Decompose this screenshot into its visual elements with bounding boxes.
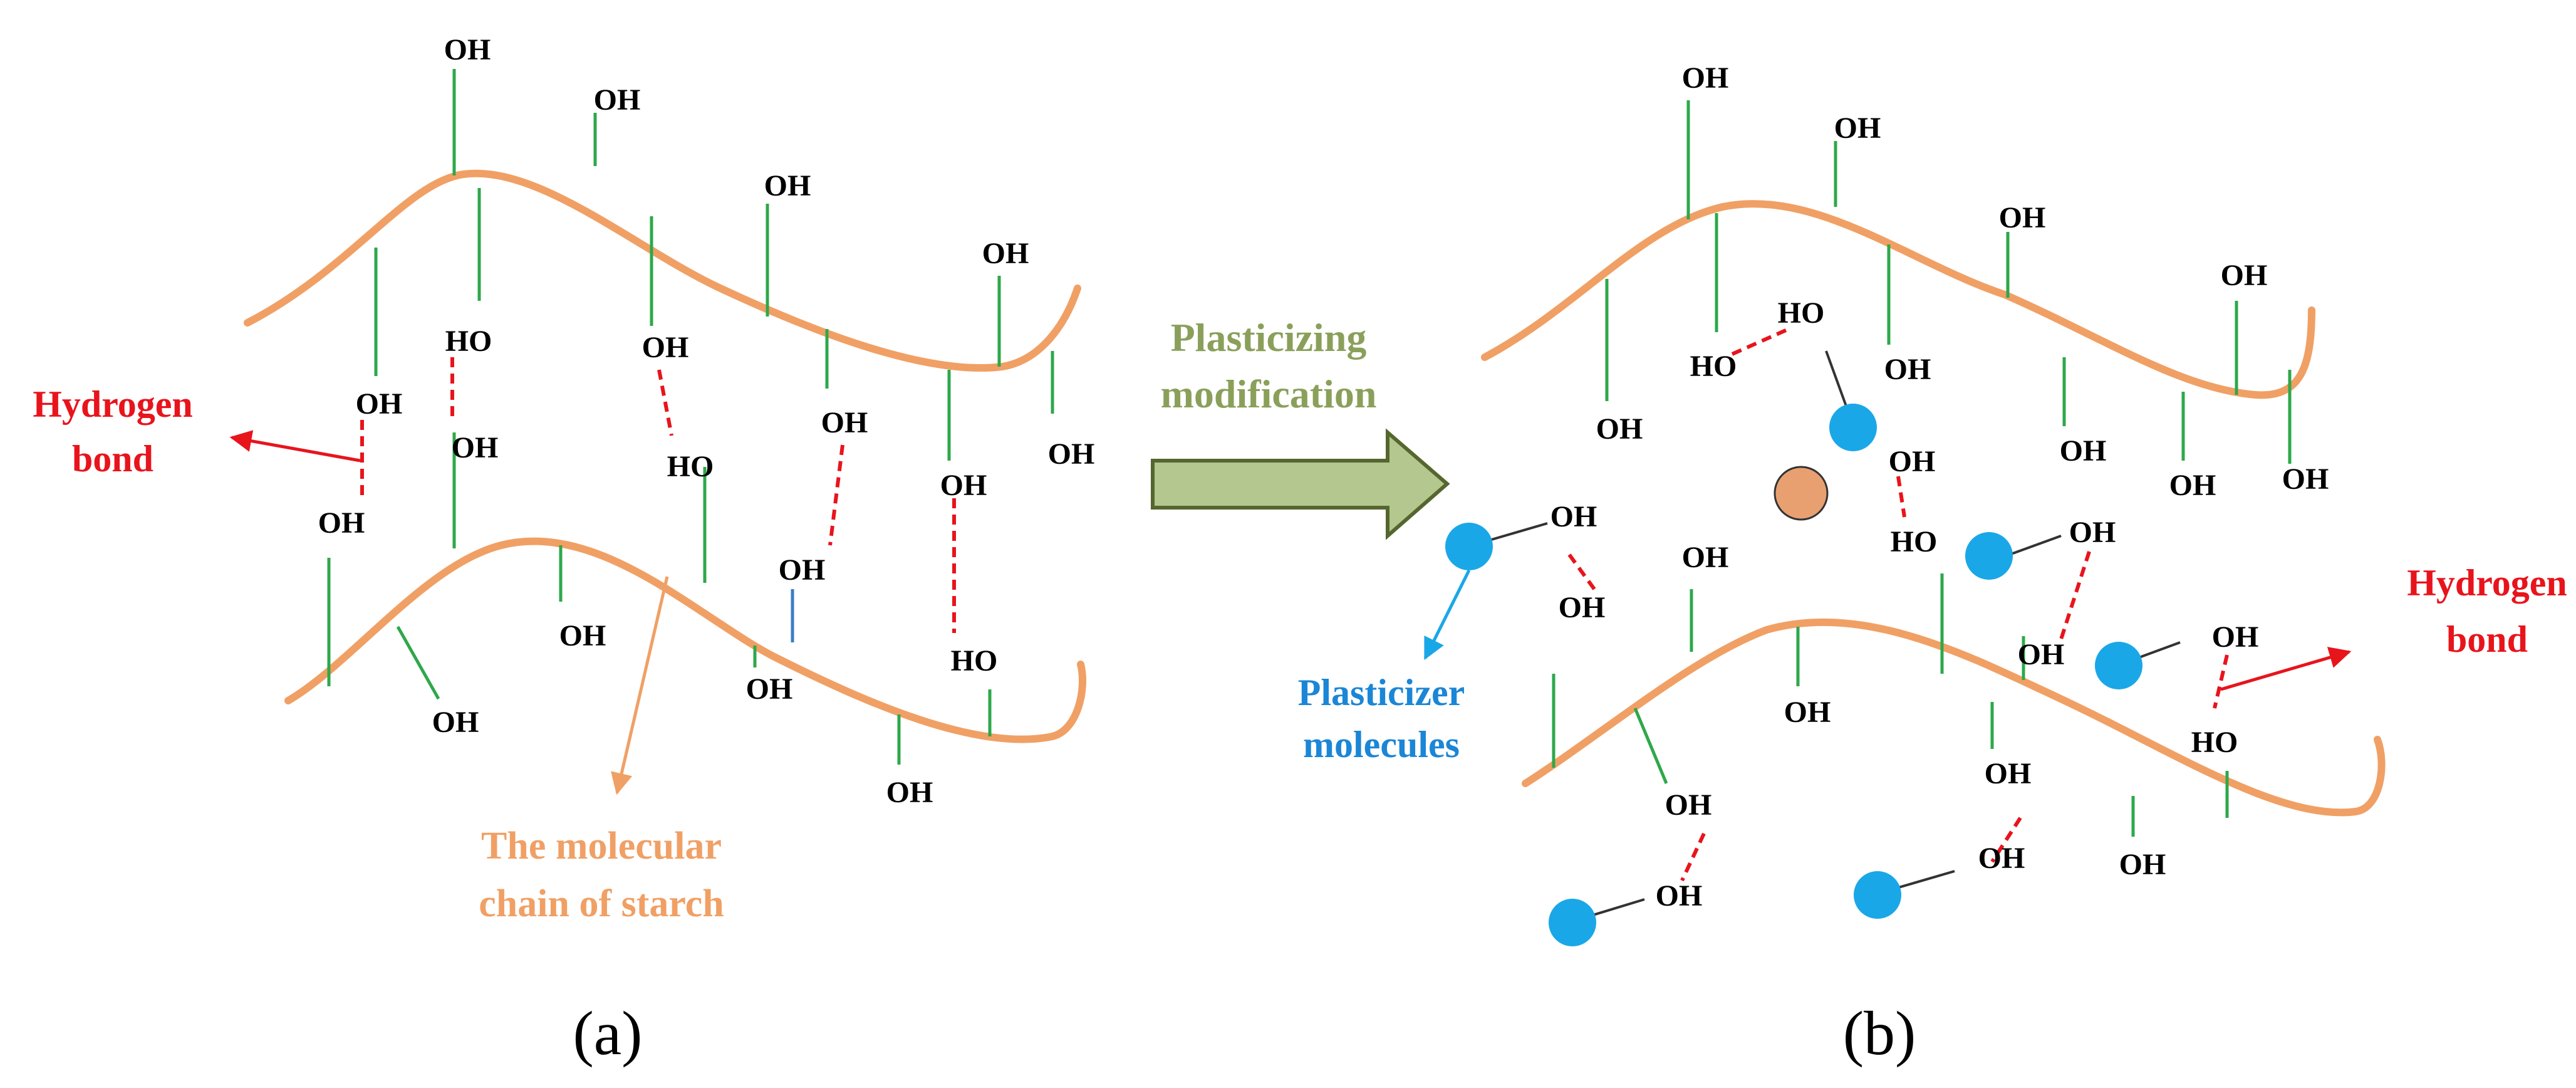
- panel-b: OH OH OH OH HO HO OH OH OH OH OH OH OH H…: [1298, 61, 2567, 1068]
- plasticizer-molecule: [1445, 523, 1493, 570]
- plasticizing-label-line1: Plasticizing: [1171, 315, 1367, 360]
- oh-label: OH: [2018, 638, 2065, 671]
- plasticizing-arrow: [1151, 428, 1450, 540]
- plasticizer-molecule: [1549, 899, 1596, 946]
- plasticizer-molecule: [2095, 642, 2142, 689]
- oh-label: OH: [2119, 848, 2166, 881]
- oh-label: OH: [1834, 112, 1881, 145]
- plasticizer-pointer: [1423, 569, 1471, 661]
- orange-molecule: [1774, 466, 1829, 521]
- oh-label: OH: [1784, 696, 1831, 729]
- oh-label: OH: [594, 83, 641, 117]
- starch-chain-pointer: [611, 576, 669, 795]
- oh-label: HO: [445, 325, 492, 358]
- oh-label: OH: [886, 776, 933, 809]
- hydrogen-bond-label-a-line1: Hydrogen: [33, 384, 193, 425]
- hydrogen-bond-label-b-line2: bond: [2446, 619, 2528, 660]
- panel-caption-a: (a): [573, 998, 643, 1068]
- starch-chain-label-line2: chain of starch: [479, 882, 724, 925]
- oh-label: OH: [2069, 516, 2116, 549]
- hydrogen-bond-pointer-a: [229, 430, 361, 463]
- oh-label: OH: [779, 553, 826, 587]
- oh-label: OH: [2060, 434, 2107, 468]
- oh-label: OH: [1596, 412, 1643, 446]
- oh-label: OH: [432, 706, 479, 739]
- oh-label: OH: [1682, 541, 1729, 574]
- plasticizing-arrow-group: Plasticizing modification: [1151, 315, 1450, 540]
- oh-label: OH: [1656, 879, 1703, 913]
- panel-caption-b: (b): [1843, 998, 1916, 1068]
- oh-label: OH: [2212, 620, 2259, 654]
- oh-label: OH: [1978, 842, 2025, 875]
- oh-label: OH: [940, 469, 987, 502]
- oh-label: HO: [1690, 350, 1737, 383]
- plasticizer-molecules: [1445, 404, 2142, 946]
- oh-label: OH: [1884, 353, 1931, 386]
- plasticizer-molecule: [1854, 871, 1901, 919]
- oh-label: OH: [982, 237, 1029, 270]
- hydrogen-bond-label-b-line1: Hydrogen: [2407, 562, 2567, 604]
- oh-label: OH: [444, 33, 491, 66]
- oh-label: OH: [642, 331, 689, 364]
- hydrogen-bonds-b: [1567, 327, 2229, 882]
- plasticizer-label-line1: Plasticizer: [1298, 672, 1465, 713]
- oh-label: OH: [452, 431, 499, 464]
- oh-label: OH: [1559, 591, 1606, 624]
- oh-label: OH: [746, 672, 793, 706]
- oh-label: OH: [1048, 437, 1095, 471]
- oh-label: HO: [2191, 726, 2238, 759]
- oh-label: OH: [1985, 757, 2032, 790]
- starch-chain-label-line1: The molecular: [481, 825, 722, 867]
- oh-label: OH: [1665, 788, 1712, 822]
- starch-chain-b-top: [1481, 200, 2315, 399]
- plasticizer-molecule: [1829, 404, 1877, 451]
- oh-label: OH: [2169, 469, 2216, 502]
- starch-chain-a-top: [244, 169, 1081, 372]
- hydrogen-bond-pointer-b: [2220, 647, 2352, 691]
- starch-chain-a-bottom: [284, 537, 1086, 743]
- oh-label: OH: [821, 406, 868, 439]
- oh-label: HO: [1778, 296, 1825, 330]
- hydrogen-bonds-a: [360, 357, 956, 633]
- oh-label: OH: [1889, 445, 1936, 478]
- plasticizing-label-line2: modification: [1161, 372, 1377, 416]
- hydrogen-bond-label-a-line2: bond: [72, 438, 153, 479]
- oh-label: OH: [764, 169, 811, 202]
- oh-label: HO: [667, 450, 714, 483]
- hydroxyl-sticks-a: [327, 69, 1054, 765]
- oh-labels-a: OH OH OH OH HO OH OH OH OH OH HO OH OH O…: [318, 33, 1095, 809]
- oh-label: OH: [1682, 61, 1729, 95]
- oh-label: OH: [2221, 259, 2268, 292]
- oh-label: OH: [2282, 463, 2329, 496]
- oh-label: OH: [559, 619, 606, 652]
- oh-labels-b: OH OH OH OH HO HO OH OH OH OH OH OH OH H…: [1550, 61, 2329, 913]
- oh-label: OH: [318, 506, 365, 540]
- plasticizer-molecule: [1965, 532, 2013, 580]
- starch-chain-b-bottom: [1522, 618, 2386, 817]
- panel-a: OH OH OH OH HO OH OH OH OH OH HO OH OH O…: [33, 33, 1094, 1068]
- oh-label: HO: [951, 644, 998, 677]
- plasticizer-label-line2: molecules: [1303, 724, 1460, 765]
- hydroxyl-sticks-b: [1552, 100, 2292, 837]
- oh-label: OH: [356, 387, 403, 421]
- oh-label: OH: [1999, 201, 2046, 234]
- oh-label: HO: [1891, 525, 1938, 558]
- oh-label: OH: [1550, 500, 1597, 533]
